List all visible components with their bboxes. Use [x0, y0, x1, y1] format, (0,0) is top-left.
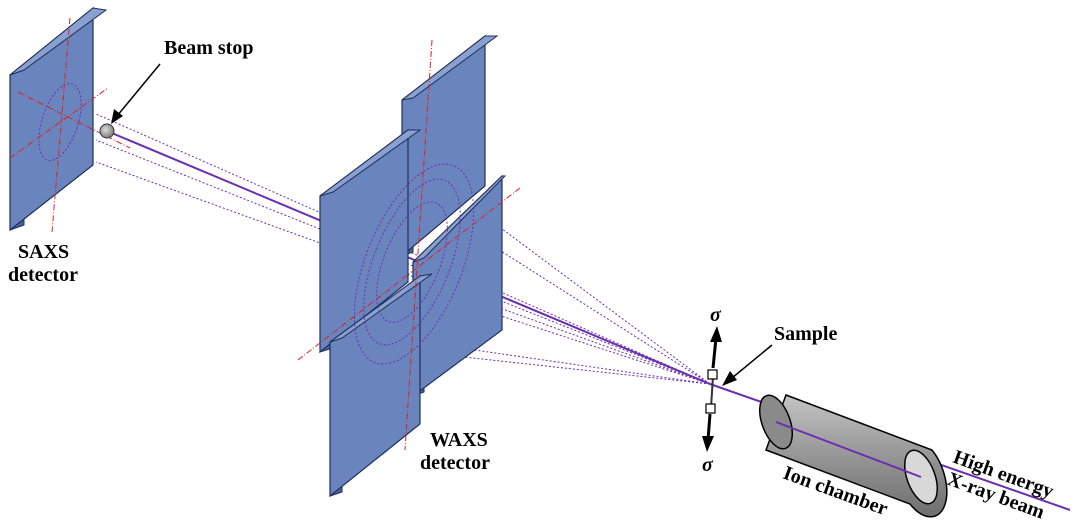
saxs-axis-vertical	[51, 17, 71, 233]
waxs-ring-inner	[376, 201, 448, 323]
sample-pointer	[731, 344, 773, 379]
sample-rod	[710, 375, 714, 409]
waxs-cone-1	[469, 204, 711, 385]
waxs-detector	[297, 34, 521, 498]
beam-stop-pointer	[116, 63, 161, 117]
stress-arrow-down	[706, 413, 712, 441]
beam-stop-disc	[99, 123, 115, 139]
waxs-panel-top-right-edge	[401, 35, 499, 101]
saxs-label-line2: detector	[8, 264, 78, 286]
waxs-cone-4	[439, 344, 711, 385]
waxs-cone-2	[459, 224, 711, 385]
sample-clamp-top	[707, 369, 718, 380]
sigma-top-label: σ	[710, 304, 722, 326]
sample-clamp-bottom	[705, 403, 716, 414]
beam-stop-label: Beam stop	[164, 37, 253, 59]
saxs-cone-lower	[95, 161, 711, 385]
saxs-axis-horizontal	[9, 87, 109, 159]
waxs-panel-bottom-left-edge	[329, 273, 433, 343]
waxs-cone-6	[417, 261, 711, 385]
waxs-ring-middle	[363, 178, 461, 346]
ion-chamber-body	[765, 394, 948, 518]
sample-pointer-head	[722, 371, 737, 386]
waxs-panel-bottom-right-edge	[412, 175, 507, 263]
stress-arrow-up-head	[710, 326, 722, 342]
saxs-detector	[9, 6, 131, 233]
saxs-label-line1: SAXS	[18, 241, 69, 263]
sigma-bottom-label: σ	[702, 454, 714, 476]
sample-label: Sample	[774, 323, 837, 345]
waxs-axis-vertical	[404, 39, 433, 451]
saxs-detector-edge	[9, 7, 108, 76]
ion-chamber-beam	[775, 421, 922, 478]
waxs-ring-outer	[353, 163, 475, 365]
waxs-panel-top-left-edge	[319, 129, 422, 197]
stress-arrow-up	[711, 337, 718, 369]
beam-stop	[99, 63, 161, 139]
sample-assembly	[702, 326, 773, 452]
saxs-axis-beam	[17, 91, 131, 149]
waxs-label-line2: detector	[420, 452, 490, 474]
waxs-scatter-rings	[353, 163, 475, 365]
waxs-axis-diagonal	[297, 187, 521, 361]
saxs-scatter-ring	[38, 83, 82, 161]
ion-chamber	[758, 394, 948, 518]
waxs-cone-3	[451, 299, 711, 385]
beam-stop-pointer-head	[111, 109, 123, 124]
waxs-label-line1: WAXS	[430, 429, 488, 451]
stress-arrow-down-head	[702, 436, 714, 452]
